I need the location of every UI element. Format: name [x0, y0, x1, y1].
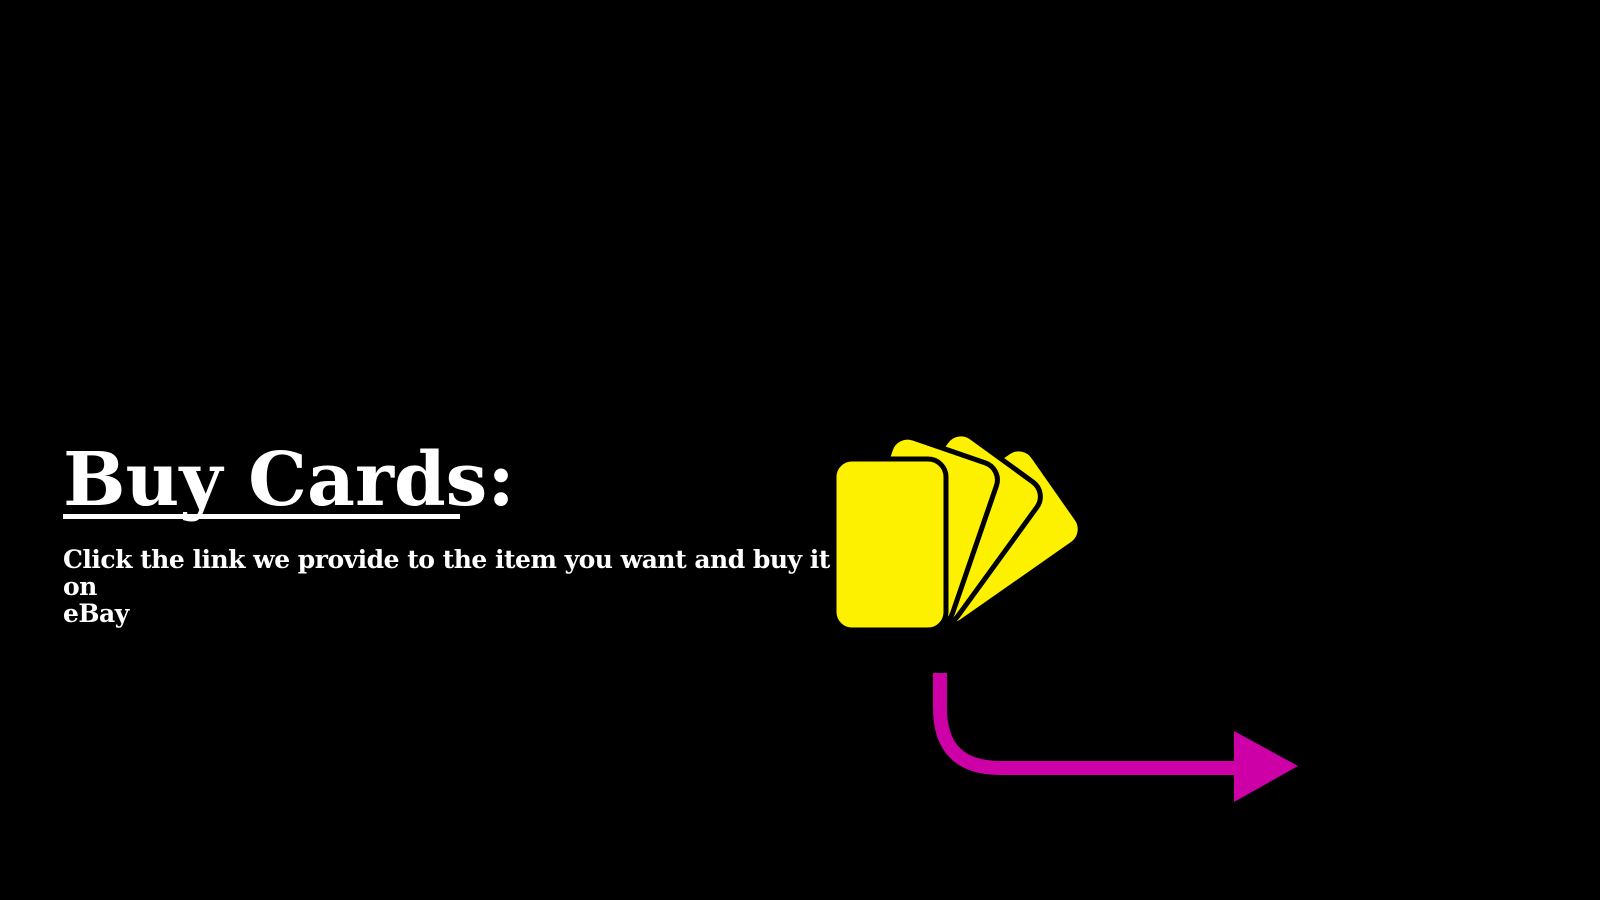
- curved-arrow-shaft: [933, 673, 1234, 775]
- fanned-cards-icon: [831, 431, 1083, 633]
- page-title: Buy Cards:: [63, 437, 515, 523]
- card-front: [831, 456, 949, 633]
- curved-right-arrow-icon: [933, 673, 1298, 802]
- curved-arrow-head: [1234, 731, 1298, 802]
- subtitle: Click the link we provide to the item yo…: [63, 546, 843, 627]
- subtitle-line-1: Click the link we provide to the item yo…: [63, 545, 830, 601]
- subtitle-line-2: eBay: [63, 599, 129, 628]
- title-underline: [63, 514, 460, 519]
